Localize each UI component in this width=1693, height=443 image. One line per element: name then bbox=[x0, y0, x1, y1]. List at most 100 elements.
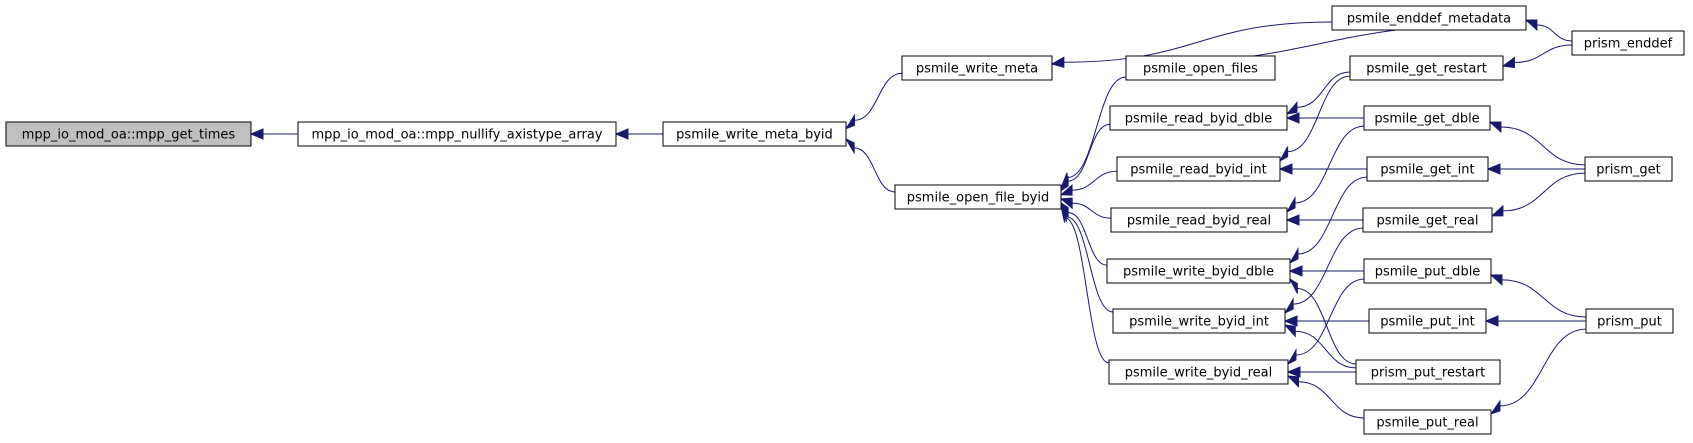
node-box bbox=[1585, 308, 1674, 334]
node-n5[interactable]: psmile_enddef_metadata bbox=[1331, 5, 1527, 31]
node-n19[interactable]: psmile_put_int bbox=[1368, 308, 1487, 334]
arrowhead-n5-n3 bbox=[1050, 56, 1065, 68]
node-box bbox=[1349, 55, 1504, 81]
node-n22[interactable]: prism_get bbox=[1584, 156, 1673, 182]
node-label: psmile_write_byid_int bbox=[1129, 315, 1269, 330]
arrowhead-n22-n17 bbox=[1490, 204, 1504, 217]
node-label: psmile_open_files bbox=[1143, 62, 1258, 77]
edge-n18-n13 bbox=[1296, 278, 1365, 356]
node-n2[interactable]: psmile_write_meta_byid bbox=[662, 121, 847, 147]
nodes-layer: mpp_io_mod_oa::mpp_get_times mpp_io_mod_o… bbox=[5, 5, 1685, 435]
edge-n4-n2 bbox=[854, 147, 896, 193]
edge-n5-n3 bbox=[1063, 21, 1333, 63]
node-n21[interactable]: psmile_put_real bbox=[1363, 409, 1492, 435]
node-box bbox=[1366, 156, 1489, 182]
edge-n6-n5 bbox=[1536, 24, 1573, 42]
edge-n7-n4 bbox=[1067, 76, 1127, 179]
arrowhead-n3-n2 bbox=[844, 113, 856, 130]
arrowhead-n22-n15 bbox=[1488, 121, 1502, 134]
node-box bbox=[1571, 30, 1685, 56]
arrowhead-n23-n19 bbox=[1484, 315, 1499, 327]
node-box bbox=[1362, 207, 1493, 233]
node-n10[interactable]: psmile_read_byid_real bbox=[1110, 207, 1288, 233]
arrowhead-n20-n12 bbox=[1283, 324, 1296, 338]
node-box bbox=[1363, 105, 1491, 131]
edge-n16-n11 bbox=[1298, 176, 1368, 255]
node-n13[interactable]: psmile_write_byid_real bbox=[1108, 359, 1289, 385]
node-n20[interactable]: prism_put_restart bbox=[1355, 359, 1501, 385]
node-label: psmile_get_int bbox=[1380, 163, 1474, 178]
node-box bbox=[662, 121, 847, 147]
node-n1[interactable]: mpp_io_mod_oa::mpp_nullify_axistype_arra… bbox=[297, 121, 617, 147]
node-label: psmile_put_int bbox=[1380, 315, 1474, 330]
node-label: psmile_read_byid_dble bbox=[1125, 112, 1273, 127]
node-label: psmile_write_byid_real bbox=[1125, 366, 1273, 381]
arrowhead-n23-n18 bbox=[1489, 274, 1503, 286]
node-box bbox=[1125, 55, 1276, 81]
node-n9[interactable]: psmile_read_byid_int bbox=[1116, 156, 1281, 182]
edge-n23-n18 bbox=[1501, 279, 1587, 318]
edge-n3-n2 bbox=[854, 72, 903, 121]
arrowhead-n16-n9 bbox=[1278, 163, 1293, 175]
node-label: psmile_write_meta_byid bbox=[676, 128, 833, 143]
arrowhead-n19-n12 bbox=[1283, 315, 1298, 327]
arrowhead-n9-n4 bbox=[1059, 184, 1073, 196]
node-n4[interactable]: psmile_open_file_byid bbox=[894, 184, 1062, 210]
node-label: mpp_io_mod_oa::mpp_get_times bbox=[22, 128, 236, 143]
edge-n22-n17 bbox=[1502, 172, 1586, 212]
node-label: psmile_read_byid_real bbox=[1127, 214, 1271, 229]
node-box bbox=[1108, 359, 1289, 385]
node-box bbox=[1331, 5, 1527, 31]
node-n11[interactable]: psmile_write_byid_dble bbox=[1106, 258, 1291, 284]
node-n16[interactable]: psmile_get_int bbox=[1366, 156, 1489, 182]
arrowhead-n2-n1 bbox=[614, 128, 629, 140]
node-label: psmile_write_meta bbox=[916, 62, 1038, 77]
edge-n8-n4 bbox=[1068, 123, 1111, 182]
node-n7[interactable]: psmile_open_files bbox=[1125, 55, 1276, 81]
edge-n21-n13 bbox=[1298, 381, 1365, 419]
arrowhead-n17-n10 bbox=[1285, 214, 1300, 226]
edge-n20-n11 bbox=[1297, 288, 1357, 365]
edge-n14-n9 bbox=[1287, 75, 1351, 153]
node-n17[interactable]: psmile_get_real bbox=[1362, 207, 1493, 233]
node-label: psmile_put_dble bbox=[1375, 265, 1481, 280]
node-box bbox=[1584, 156, 1673, 182]
edge-n10-n4 bbox=[1072, 202, 1112, 219]
node-box bbox=[297, 121, 617, 147]
node-label: prism_enddef bbox=[1584, 37, 1673, 52]
arrowhead-n14-n8 bbox=[1285, 100, 1298, 115]
node-box bbox=[1363, 258, 1492, 284]
node-n15[interactable]: psmile_get_dble bbox=[1363, 105, 1491, 131]
edge-n6-n14 bbox=[1514, 44, 1573, 64]
arrowhead-n6-n5 bbox=[1524, 19, 1538, 32]
node-n3[interactable]: psmile_write_meta bbox=[901, 55, 1053, 81]
node-box bbox=[1363, 409, 1492, 435]
node-label: psmile_get_real bbox=[1377, 214, 1479, 229]
edge-n9-n4 bbox=[1072, 170, 1118, 191]
node-label: prism_put_restart bbox=[1371, 366, 1486, 381]
node-n0[interactable]: mpp_io_mod_oa::mpp_get_times bbox=[5, 121, 252, 147]
arrowhead-n1-n0 bbox=[249, 128, 264, 140]
arrowhead-n6-n14 bbox=[1501, 56, 1515, 69]
arrowhead-n8-n4 bbox=[1059, 175, 1069, 193]
node-label: psmile_get_dble bbox=[1374, 112, 1479, 127]
node-label: prism_put bbox=[1597, 315, 1662, 330]
node-n23[interactable]: prism_put bbox=[1585, 308, 1674, 334]
node-box bbox=[901, 55, 1053, 81]
edge-n17-n12 bbox=[1293, 227, 1364, 305]
edge-n20-n12 bbox=[1295, 330, 1357, 369]
node-n18[interactable]: psmile_put_dble bbox=[1363, 258, 1492, 284]
node-n14[interactable]: psmile_get_restart bbox=[1349, 55, 1504, 81]
node-n12[interactable]: psmile_write_byid_int bbox=[1112, 308, 1286, 334]
edge-n22-n15 bbox=[1500, 126, 1586, 166]
node-box bbox=[1355, 359, 1501, 385]
node-box bbox=[894, 184, 1062, 210]
arrowhead-n10-n4 bbox=[1059, 197, 1073, 210]
arrowhead-n13-n4 bbox=[1060, 205, 1066, 223]
node-label: prism_get bbox=[1596, 163, 1661, 178]
node-n6[interactable]: prism_enddef bbox=[1571, 30, 1685, 56]
arrowhead-n20-n13 bbox=[1286, 366, 1301, 378]
node-n8[interactable]: psmile_read_byid_dble bbox=[1109, 105, 1288, 131]
arrowhead-n15-n8 bbox=[1285, 112, 1300, 124]
